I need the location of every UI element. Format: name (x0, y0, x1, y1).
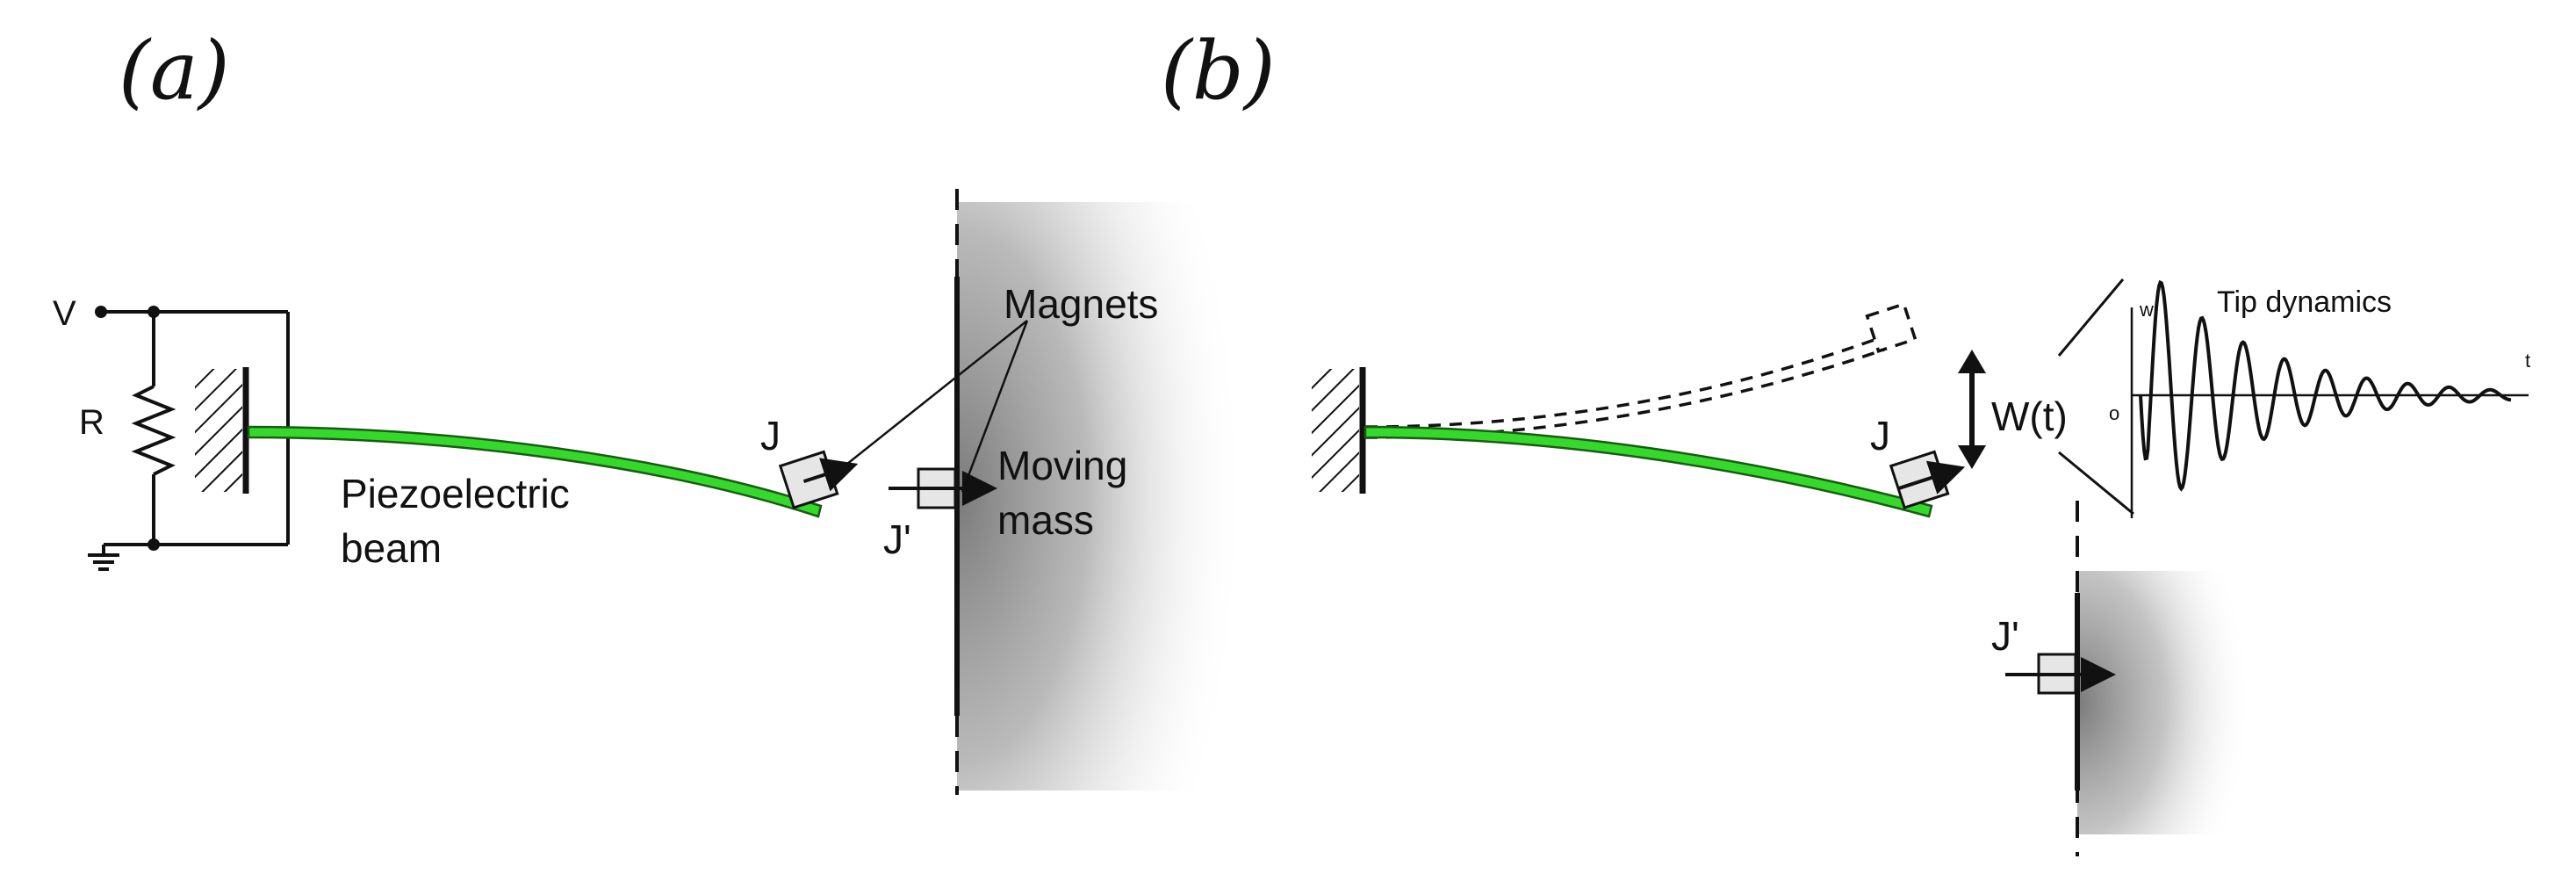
inset-x-axis-label: t (2525, 350, 2530, 372)
tip-magnet-label: J (760, 413, 781, 458)
clamp-icon (1312, 367, 1366, 494)
tip-dynamics-curve (2139, 279, 2512, 492)
junction-dot (148, 306, 160, 318)
magnets-leader-line (961, 320, 1029, 493)
target-magnet (889, 467, 997, 509)
deflected-beam-outline (1364, 302, 1918, 439)
magnets-leader-line (833, 320, 1028, 475)
panel-b-label: (b) (1161, 24, 1276, 118)
panel-a-label: (a) (119, 24, 230, 118)
tip-magnet (1889, 450, 1966, 509)
displacement-label: W(t) (1991, 393, 2068, 439)
piezoelectric-beam (1364, 425, 1933, 518)
resistor-label: R (79, 403, 104, 442)
inset-title: Tip dynamics (2217, 285, 2392, 319)
mass-label-line2: mass (997, 497, 1094, 543)
tip-dynamics-inset: Tip dynamics w t o (2109, 279, 2530, 518)
piezoelectric-beam (247, 425, 823, 518)
ground-icon (88, 545, 119, 571)
target-magnet (2005, 653, 2116, 695)
target-magnet-label: J' (883, 516, 911, 562)
inset-y-axis-label: w (2139, 299, 2154, 321)
tip-magnet (778, 450, 859, 509)
inset-origin-label: o (2109, 402, 2119, 424)
zoom-line (2058, 451, 2134, 516)
beam-label-line1: Piezoelectric (341, 471, 570, 516)
junction-dot (148, 538, 160, 551)
arrow-icon (1897, 460, 1966, 495)
circuit (88, 310, 290, 571)
magnets-label: Magnets (1004, 281, 1158, 327)
target-magnet-label: J' (1991, 613, 2019, 659)
arrow-icon (802, 458, 859, 492)
displacement-arrow (1958, 350, 1986, 469)
tip-magnet-label: J (1870, 413, 1890, 458)
beam-label-line2: beam (341, 525, 442, 571)
voltage-label: V (53, 294, 76, 333)
terminal-dot (95, 306, 107, 318)
clamp-icon (195, 367, 249, 494)
moving-mass-shade (2077, 571, 2253, 834)
moving-mass-shade (957, 202, 1247, 791)
panel-b: (b) J W(t) (1161, 24, 2530, 856)
mass-label-line1: Moving (997, 443, 1127, 488)
zoom-line (2057, 278, 2125, 357)
resistor-icon (131, 385, 176, 476)
panel-a: (a) V R Piezoelectric (53, 24, 1247, 795)
